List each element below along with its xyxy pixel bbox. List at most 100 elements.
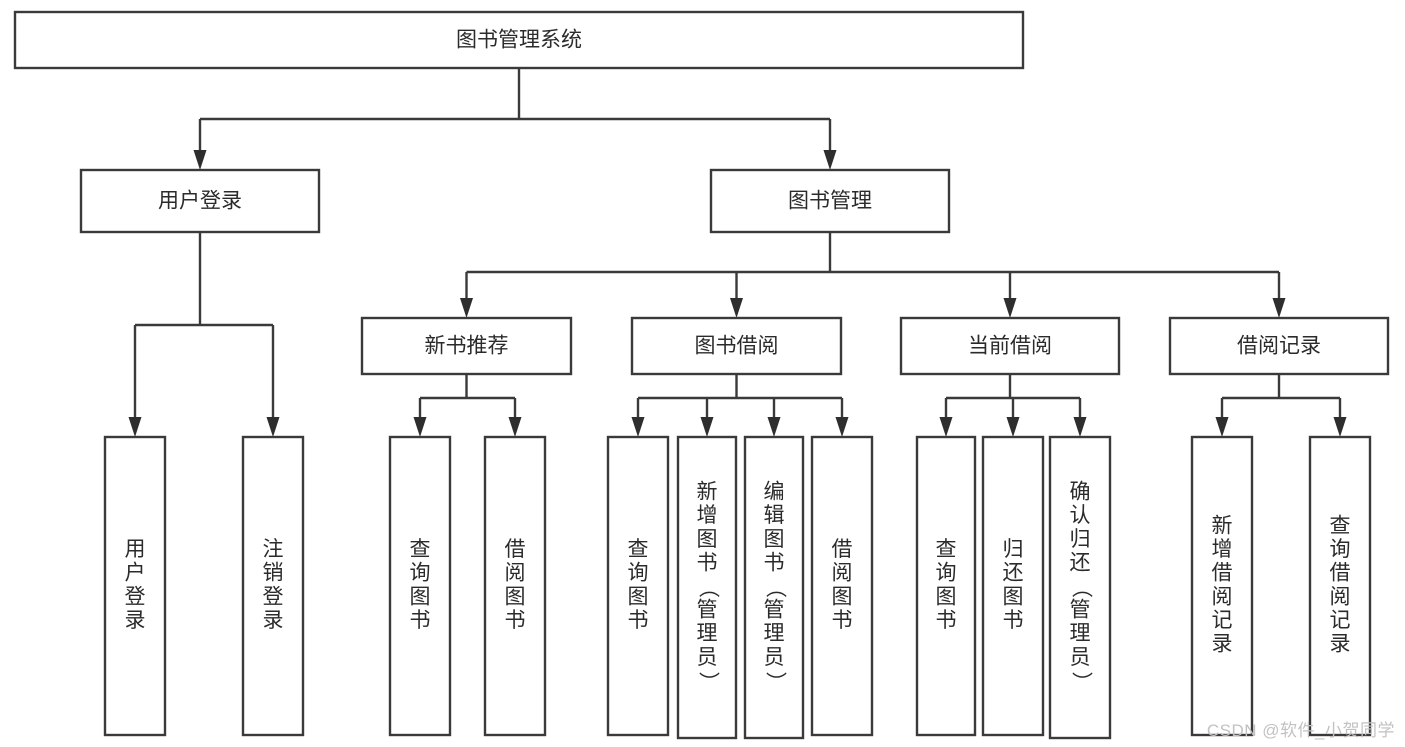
node-label-char: 借 [1212, 562, 1233, 585]
node-label-char: 员 [1070, 646, 1091, 669]
node-box [899, 316, 1121, 376]
node-label-char: 登 [125, 585, 146, 608]
node-label-char: 认 [1070, 504, 1091, 527]
node-label: 用户登录 [158, 190, 242, 213]
arrow-head-icon [835, 417, 849, 437]
node-label-char: 增 [697, 504, 718, 527]
node-label-char: 还 [1070, 551, 1091, 574]
arrow-head-icon [1215, 417, 1229, 437]
node-label-char: ） [1069, 671, 1092, 692]
node-label-char: 理 [1070, 622, 1091, 645]
node-label-char: 借 [505, 538, 526, 561]
node-label-char: 图 [764, 528, 785, 551]
node-root[interactable]: 图书管理系统 [13, 10, 1025, 70]
node-label-char: ） [696, 671, 719, 692]
node-label-char: 管 [1070, 599, 1091, 622]
node-label-char: 确 [1070, 481, 1091, 504]
arrow-head-icon [1003, 298, 1017, 318]
node-label-char: 录 [1212, 633, 1233, 656]
node-label-char: 询 [1330, 538, 1351, 561]
node-label-char: 阅 [832, 562, 853, 585]
node-label-char: 图 [832, 585, 853, 608]
node-box [388, 435, 452, 737]
node-label-char: 书 [1003, 609, 1024, 632]
node-label-char: （ [1069, 577, 1092, 598]
node-label-char: 管 [764, 599, 785, 622]
node-label-char: 编 [764, 481, 785, 504]
node-label: 新书推荐 [425, 335, 509, 358]
node-label-char: 查 [1330, 515, 1351, 538]
node-box [103, 435, 167, 737]
node-new-book-rec[interactable]: 新书推荐 [360, 316, 573, 376]
node-label-char: 书 [764, 551, 785, 574]
node-label-char: 查 [936, 538, 957, 561]
node-box [1048, 435, 1112, 740]
node-label-char: 记 [1212, 609, 1233, 632]
node-label-char: 书 [936, 609, 957, 632]
node-label-char: 图 [505, 585, 526, 608]
arrow-head-icon [266, 417, 280, 437]
node-label-char: 图 [628, 585, 649, 608]
node-label-char: 增 [1212, 538, 1233, 561]
node-label-char: 阅 [505, 562, 526, 585]
node-label: 当前借阅 [968, 335, 1052, 358]
arrow-head-icon [413, 417, 427, 437]
node-label: 图书管理 [788, 190, 872, 213]
node-label-char: 询 [628, 562, 649, 585]
node-label-char: 录 [1330, 633, 1351, 656]
node-box [1190, 435, 1254, 737]
arrow-head-icon [1272, 298, 1286, 318]
node-label-char: 还 [1003, 562, 1024, 585]
arrow-head-icon [939, 417, 953, 437]
node-current-borrow[interactable]: 当前借阅 [899, 316, 1121, 376]
node-book-manage[interactable]: 图书管理 [709, 168, 951, 234]
node-label-char: 归 [1003, 538, 1024, 561]
arrow-head-icon [1073, 417, 1087, 437]
node-label-char: 阅 [1212, 585, 1233, 608]
node-box [13, 10, 1025, 70]
node-label-char: 书 [697, 551, 718, 574]
node-label-char: 图 [697, 528, 718, 551]
node-label-char: 询 [936, 562, 957, 585]
node-label-char: 户 [125, 562, 146, 585]
node-leaf-user-login[interactable]: 用户登录 [103, 435, 167, 737]
arrow-head-icon [1333, 417, 1347, 437]
node-box [915, 435, 977, 737]
connector-layer [128, 68, 1347, 437]
arrow-head-icon [128, 417, 142, 437]
node-layer: 图书管理系统用户登录图书管理新书推荐图书借阅当前借阅借阅记录用户登录注销登录查询… [13, 10, 1390, 740]
node-box [630, 316, 843, 376]
node-label-char: 图 [410, 585, 431, 608]
node-label-char: ） [763, 671, 786, 692]
node-label-char: 查 [628, 538, 649, 561]
node-user-login[interactable]: 用户登录 [79, 168, 321, 234]
node-label-char: 员 [764, 646, 785, 669]
node-book-borrow[interactable]: 图书借阅 [630, 316, 843, 376]
arrow-head-icon [730, 298, 743, 318]
node-box [981, 435, 1045, 737]
node-label-char: 查 [410, 538, 431, 561]
node-box [810, 435, 874, 737]
node-box [1308, 435, 1372, 737]
node-label-char: （ [763, 577, 786, 598]
node-label-char: 借 [1330, 562, 1351, 585]
arrow-head-icon [823, 150, 837, 170]
node-label-char: 录 [263, 609, 284, 632]
node-label-char: 理 [697, 622, 718, 645]
node-label-char: 辑 [764, 504, 785, 527]
node-borrow-record[interactable]: 借阅记录 [1168, 316, 1390, 376]
